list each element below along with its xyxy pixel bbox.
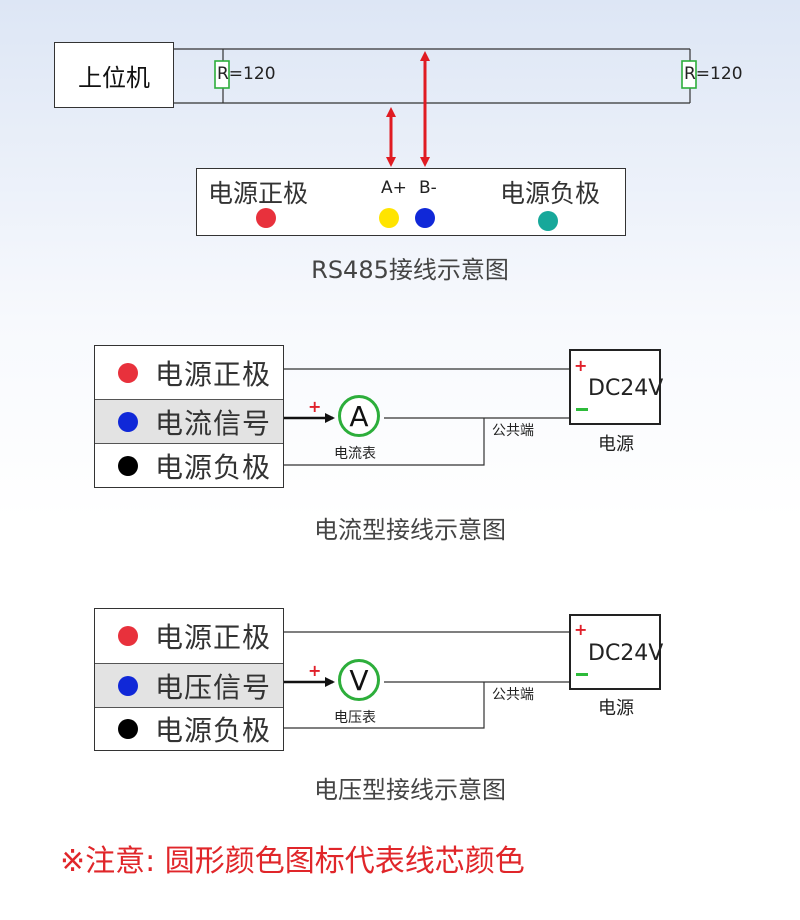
voltage-row-negative: 电源负极 — [95, 708, 283, 750]
resistor-left-label: R=120 — [217, 64, 276, 84]
host-label: 上位机 — [78, 63, 150, 92]
current-psu-box — [569, 349, 661, 425]
red-dot-icon — [118, 626, 138, 646]
rs485-a-label: A+ — [381, 178, 407, 198]
psu-voltage: DC24V — [588, 641, 664, 666]
meter-symbol: V — [349, 663, 369, 697]
note-text: ※注意: 圆形颜色图标代表线芯颜色 — [60, 844, 525, 879]
blue-dot-icon — [118, 411, 138, 432]
psu-plus-sign: + — [574, 620, 588, 639]
black-dot-icon — [118, 719, 138, 739]
psu-minus-sign — [576, 408, 588, 411]
red-dot-icon — [118, 362, 138, 383]
resistor-left-icon — [214, 60, 230, 89]
meter-plus-sign: + — [308, 397, 322, 416]
psu-voltage: DC24V — [588, 376, 664, 401]
rs485-b-label: B- — [419, 178, 437, 198]
row-label: 电源正极 — [155, 621, 272, 654]
ammeter-label: 电流表 — [334, 446, 376, 462]
psu-name: 电源 — [598, 434, 634, 455]
host-computer-box: 上位机 — [54, 42, 174, 108]
ammeter-icon: A — [338, 395, 380, 437]
resistor-right-label: R=120 — [684, 64, 743, 84]
rs485-caption: RS485接线示意图 — [311, 256, 509, 284]
voltage-row-signal: 电压信号 — [95, 663, 283, 708]
voltage-wire-table: 电源正极 电压信号 电源负极 — [94, 608, 284, 751]
current-wire-table: 电源正极 电流信号 电源负极 — [94, 345, 284, 488]
psu-name: 电源 — [598, 698, 634, 719]
row-label: 电源负极 — [155, 450, 272, 484]
rs485-negative-label: 电源负极 — [500, 179, 601, 208]
row-label: 电压信号 — [155, 670, 272, 704]
meter-plus-sign: + — [308, 661, 322, 680]
blue-dot-icon — [118, 675, 138, 696]
voltmeter-label: 电压表 — [334, 710, 376, 726]
voltmeter-icon: V — [338, 659, 380, 701]
voltage-row-positive: 电源正极 — [95, 609, 283, 663]
voltage-caption: 电压型接线示意图 — [314, 776, 506, 804]
yellow-dot-icon — [379, 208, 399, 228]
teal-dot-icon — [538, 211, 558, 231]
common-terminal-label: 公共端 — [492, 423, 534, 439]
current-row-negative: 电源负极 — [95, 444, 283, 487]
psu-plus-sign: + — [574, 356, 588, 375]
red-dot-icon — [256, 208, 276, 228]
current-row-positive: 电源正极 — [95, 346, 283, 399]
row-label: 电源正极 — [155, 357, 272, 391]
black-dot-icon — [118, 455, 138, 476]
meter-symbol: A — [349, 399, 369, 433]
current-row-signal: 电流信号 — [95, 399, 283, 444]
blue-dot-icon — [415, 208, 435, 228]
resistor-right-icon — [681, 60, 697, 89]
psu-minus-sign — [576, 673, 588, 676]
voltage-psu-box — [569, 614, 661, 690]
row-label: 电流信号 — [155, 406, 272, 440]
rs485-positive-label: 电源正极 — [208, 179, 309, 208]
row-label: 电源负极 — [155, 714, 272, 747]
common-terminal-label: 公共端 — [492, 687, 534, 703]
current-caption: 电流型接线示意图 — [314, 516, 506, 544]
current-wires — [284, 368, 570, 466]
voltage-wires — [284, 631, 570, 729]
